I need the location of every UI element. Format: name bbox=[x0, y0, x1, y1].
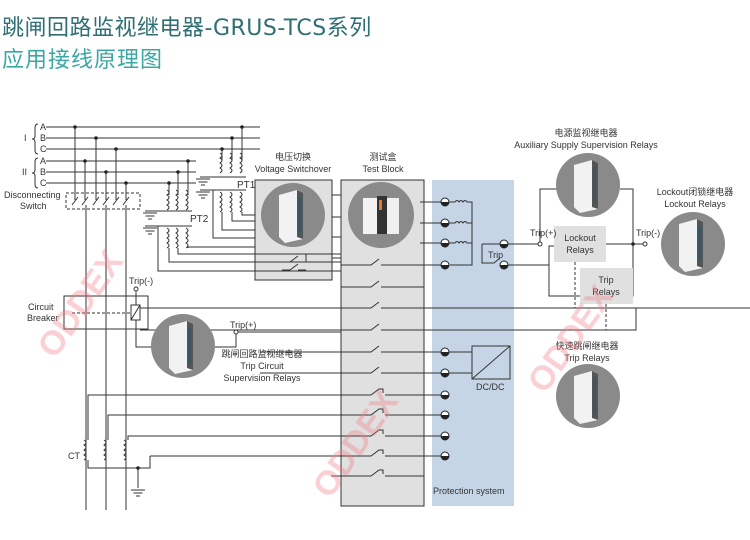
test-block-en: Test Block bbox=[362, 164, 404, 174]
bus-bars bbox=[46, 126, 260, 184]
trip-minus-right-label: Trip(-) bbox=[636, 228, 660, 238]
voltage-switchover-en: Voltage Switchover bbox=[255, 164, 332, 174]
lockout-en: Lockout Relays bbox=[664, 199, 726, 209]
aux-supply-cn: 电源监视继电器 bbox=[554, 127, 617, 138]
dcdc-box bbox=[471, 345, 511, 380]
disconnecting-switch-box bbox=[65, 192, 141, 210]
tcs-en2: Supervision Relays bbox=[223, 373, 301, 383]
trip-box-line2: Relays bbox=[592, 287, 620, 297]
page-title: 跳闸回路监视继电器-GRUS-TCS系列 bbox=[2, 16, 372, 41]
pt1-label: PT1 bbox=[237, 180, 256, 191]
aux-supply-relay-icon bbox=[556, 153, 620, 217]
ct-label: CT bbox=[68, 451, 80, 461]
trip-relays-box bbox=[580, 268, 633, 304]
disconnecting-switch-label-2: Switch bbox=[20, 201, 47, 211]
trip-box-line1: Trip bbox=[598, 275, 613, 285]
trip-plus-right-label: Trip(+) bbox=[530, 228, 556, 238]
tcs-cn: 跳闸回路监视继电器 bbox=[221, 348, 302, 359]
bus-group-ii-label: II bbox=[22, 167, 27, 177]
trip-relays-cn: 快速跳闸继电器 bbox=[555, 340, 618, 351]
bus-i-b: B bbox=[40, 133, 46, 143]
disconnecting-switch-label-1: Disconnecting bbox=[4, 190, 61, 200]
bus-ii-a: A bbox=[40, 156, 46, 166]
lockout-relays-box bbox=[554, 226, 606, 262]
page-subtitle: 应用接线原理图 bbox=[2, 48, 164, 73]
test-block-cn: 测试盒 bbox=[369, 151, 396, 162]
circuit-breaker-label-1: Circuit bbox=[28, 302, 54, 312]
tcs-relay-icon bbox=[151, 314, 215, 378]
voltage-switchover-relay-icon bbox=[261, 183, 325, 247]
circuit-breaker-label-2: Breaker bbox=[27, 313, 59, 323]
trip-relays-en: Trip Relays bbox=[564, 353, 610, 363]
voltage-switchover-cn: 电压切换 bbox=[275, 151, 311, 162]
dcdc-label: DC/DC bbox=[476, 382, 505, 392]
circuit-breaker-box bbox=[63, 295, 149, 330]
bus-group-i-label: I bbox=[24, 133, 27, 143]
trip-label: Trip bbox=[488, 250, 503, 260]
protection-system-label: Protection system bbox=[433, 486, 505, 496]
lockout-box-line2: Relays bbox=[566, 245, 594, 255]
lockout-cn: Lockout闭锁继电器 bbox=[657, 186, 734, 197]
aux-supply-en: Auxiliary Supply Supervision Relays bbox=[514, 140, 658, 150]
trip-minus-left-label: Trip(-) bbox=[129, 276, 153, 286]
lockout-box-line1: Lockout bbox=[564, 233, 596, 243]
lockout-relay-icon bbox=[661, 212, 725, 276]
bus-ii-c: C bbox=[40, 178, 47, 188]
bus-ii-b: B bbox=[40, 167, 46, 177]
bus-i-a: A bbox=[40, 122, 46, 132]
trip-plus-left-label: Trip(+) bbox=[230, 320, 256, 330]
tcs-en1: Trip Circuit bbox=[240, 361, 284, 371]
pt2-label: PT2 bbox=[190, 214, 209, 225]
test-block-rows bbox=[94, 201, 750, 477]
bus-i-c: C bbox=[40, 144, 47, 154]
